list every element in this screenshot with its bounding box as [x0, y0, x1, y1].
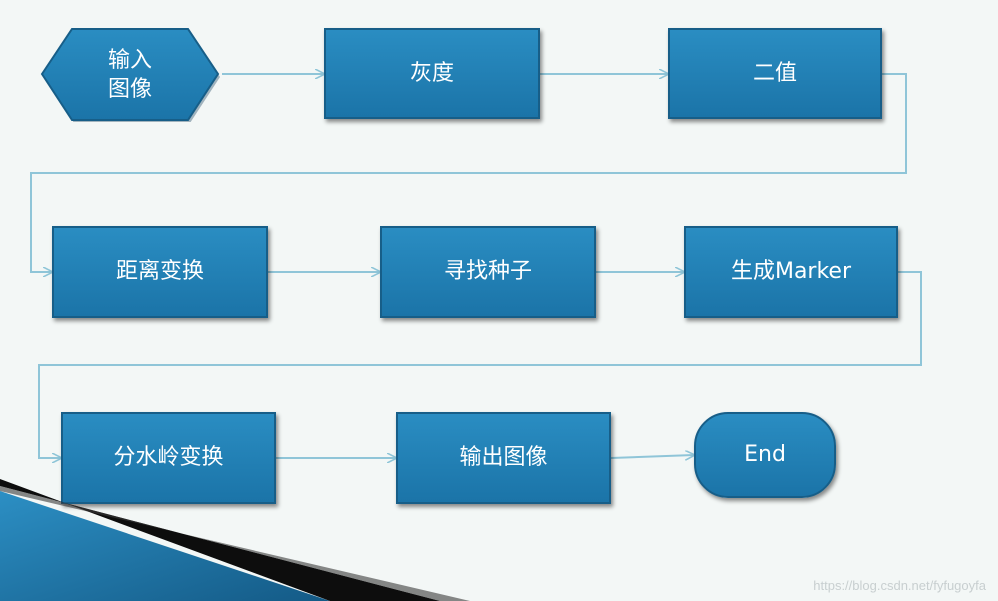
connector-output-end: [610, 455, 694, 458]
connector-marker-watershed: [38, 271, 922, 458]
node-find-seeds-label: 寻找种子: [443, 259, 532, 284]
node-generate-marker: 生成Marker: [684, 226, 898, 318]
node-output-image-label: 输出图像: [459, 445, 548, 470]
watermark-url: https://blog.csdn.net/fyfugoyfa: [813, 578, 986, 593]
node-watershed-transform: 分水岭变换: [61, 412, 276, 504]
node-binarize-label: 二值: [752, 60, 797, 86]
node-end-label: End: [744, 442, 786, 467]
node-grayscale: 灰度: [324, 28, 540, 119]
node-grayscale-label: 灰度: [409, 60, 454, 86]
node-end: End: [694, 412, 836, 498]
hexagon-shape: [40, 28, 220, 122]
node-binarize: 二值: [668, 28, 882, 119]
connector-binary-distance: [30, 73, 907, 272]
node-watershed-transform-label: 分水岭变换: [113, 445, 224, 470]
node-find-seeds: 寻找种子: [380, 226, 596, 318]
node-output-image: 输出图像: [396, 412, 611, 504]
node-input-image-label: 输入图像: [107, 47, 152, 102]
node-distance-transform: 距离变换: [52, 226, 268, 318]
node-input-image: 输入图像: [38, 27, 222, 122]
node-distance-transform-label: 距离变换: [115, 259, 204, 284]
node-generate-marker-label: 生成Marker: [730, 259, 852, 284]
